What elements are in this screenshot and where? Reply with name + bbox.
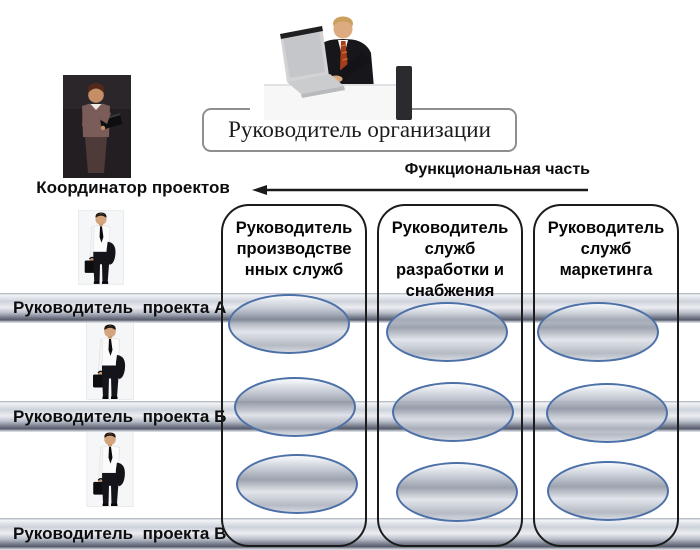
functional-part-label: Функциональная часть [404,161,590,178]
project-bar-b-label: Руководитель проекта Б [13,406,227,426]
project-bar-a-label: Руководитель проекта А [13,298,227,317]
coordinator-photo [63,75,131,178]
coordinator-label: Координатор проектов [36,178,230,197]
cell-ellipse-row-b-col-2 [392,382,514,442]
project-manager-photo-2 [86,322,134,400]
cell-ellipse-row-a-col-3 [537,302,659,362]
project-manager-photo-1 [78,208,124,287]
cell-ellipse-row-a-col-1 [228,294,350,354]
project-manager-photo-3 [86,430,134,507]
functional-column-production-label: Руководитель производстве нных служб [235,219,353,279]
cell-ellipse-row-b-col-3 [546,383,668,443]
cell-ellipse-row-a-col-2 [386,302,508,362]
cell-ellipse-row-v-col-2 [396,462,518,522]
cell-ellipse-row-b-col-1 [234,377,356,437]
functional-column-marketing: Руководитель служб маркетинга [533,204,679,547]
org-head-photo [250,8,412,120]
project-bar-v-label: Руководитель проекта В [13,524,227,543]
functional-column-production: Руководитель производстве нных служб [221,204,367,547]
functional-column-development-supply: Руководитель служб разработки и снабжени… [377,204,523,547]
functional-column-development-supply-label: Руководитель служб разработки и снабжени… [391,219,509,300]
cell-ellipse-row-v-col-3 [547,461,669,521]
cell-ellipse-row-v-col-1 [236,454,358,514]
functional-column-marketing-label: Руководитель служб маркетинга [547,219,665,279]
org-head-title: Руководитель организации [228,117,491,142]
functional-arrow-icon [252,185,588,195]
